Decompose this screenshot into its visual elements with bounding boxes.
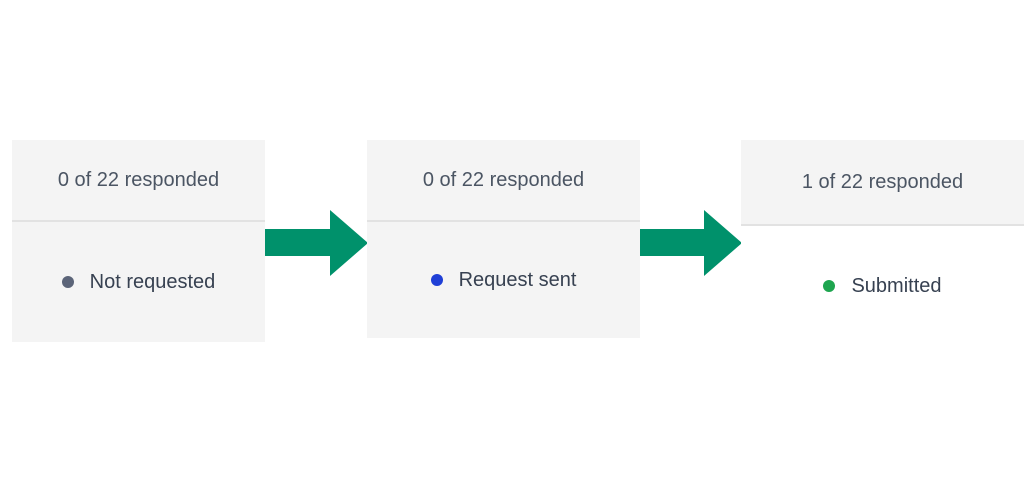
status-label: Request sent xyxy=(458,268,577,291)
arrow-right-icon xyxy=(265,210,368,276)
status-label: Not requested xyxy=(89,270,216,293)
status-row: Not requested xyxy=(12,222,265,342)
response-count: 1 of 22 responded xyxy=(741,140,1024,226)
step-card-request-sent: 0 of 22 responded Request sent xyxy=(367,140,640,338)
response-count: 0 of 22 responded xyxy=(367,140,640,222)
arrow-shape xyxy=(265,210,368,276)
response-count: 0 of 22 responded xyxy=(12,140,265,222)
status-row: Request sent xyxy=(367,222,640,338)
step-card-not-requested: 0 of 22 responded Not requested xyxy=(12,140,265,342)
response-count-text: 1 of 22 responded xyxy=(801,170,964,193)
status-row: Submitted xyxy=(741,226,1024,346)
step-card-submitted: 1 of 22 responded Submitted xyxy=(741,140,1024,330)
status-dot-green-icon xyxy=(823,280,836,292)
response-count-text: 0 of 22 responded xyxy=(57,168,220,191)
status-dot-blue-icon xyxy=(430,274,443,286)
status-dot-gray-icon xyxy=(61,276,74,288)
response-count-text: 0 of 22 responded xyxy=(422,168,585,191)
arrow-shape xyxy=(640,210,742,276)
status-label: Submitted xyxy=(851,274,942,297)
arrow-right-icon xyxy=(640,210,742,276)
